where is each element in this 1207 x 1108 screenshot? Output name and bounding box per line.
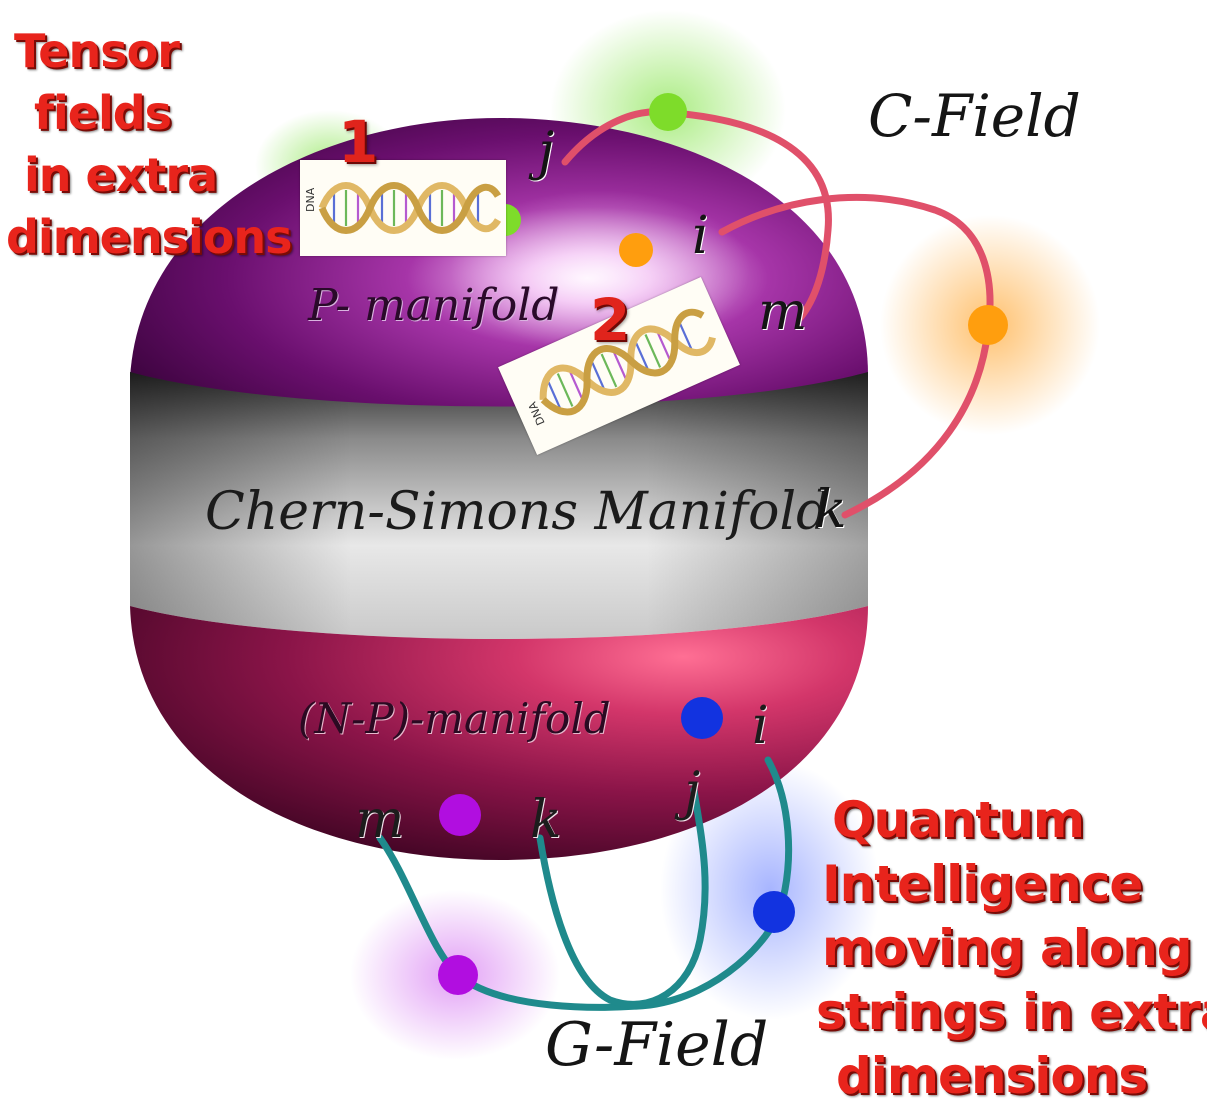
np-manifold-label: (N-P)-manifold <box>298 694 611 743</box>
quantum-label-line-5: dimensions <box>836 1047 1148 1105</box>
dna-card-2: DNA <box>498 277 740 455</box>
tensor-label-line-2: fields <box>34 86 172 140</box>
tensor-label-line-1: Tensor <box>14 24 180 78</box>
index-upper-m: m <box>758 282 808 342</box>
quantum-label-line-2: Intelligence <box>822 855 1143 913</box>
quantum-intelligence-label: Quantum Intelligence moving along string… <box>816 788 1207 1108</box>
dna-helix-icon <box>318 182 502 234</box>
index-lower-i: i <box>752 696 769 756</box>
tensor-fields-label: Tensor fields in extra dimensions <box>6 20 292 268</box>
dna-number-2: 2 <box>590 286 631 354</box>
green-node-top <box>649 93 687 131</box>
dna-number-1: 1 <box>338 108 379 176</box>
index-lower-k: k <box>530 790 562 850</box>
quantum-label-line-4: strings in extra <box>816 983 1207 1041</box>
dna-card-1: DNA <box>300 160 506 256</box>
blue-glow <box>660 760 880 1020</box>
index-lower-m: m <box>355 790 405 850</box>
np-manifold-cap <box>130 606 868 860</box>
quantum-label-line-1: Quantum <box>832 791 1085 849</box>
quantum-label-line-3: moving along <box>822 919 1193 977</box>
index-upper-j: j <box>538 122 555 182</box>
purple-node-string <box>438 955 478 995</box>
c-field-label: C-Field <box>868 82 1081 150</box>
dna-helix-icon <box>539 308 716 416</box>
blue-node-surface <box>681 697 723 739</box>
index-upper-i: i <box>692 206 709 266</box>
g-field-label: G-Field <box>545 1010 769 1080</box>
c-field-string-j-m <box>561 108 832 322</box>
c-field-string-i-k <box>718 194 994 519</box>
chern-simons-label: Chern-Simons Manifold <box>205 482 830 542</box>
index-lower-j: j <box>684 762 701 822</box>
index-upper-k: k <box>815 480 847 540</box>
g-field-string-k-j <box>536 786 709 1008</box>
tensor-label-line-3: in extra <box>24 148 218 202</box>
tensor-label-line-4: dimensions <box>6 210 292 264</box>
p-manifold-label: P- manifold <box>308 280 560 331</box>
chern-simons-band-shade <box>130 372 868 639</box>
purple-node-surface <box>439 794 481 836</box>
blue-node-string <box>753 891 795 933</box>
orange-node-surface <box>619 233 653 267</box>
orange-node-string <box>968 305 1008 345</box>
